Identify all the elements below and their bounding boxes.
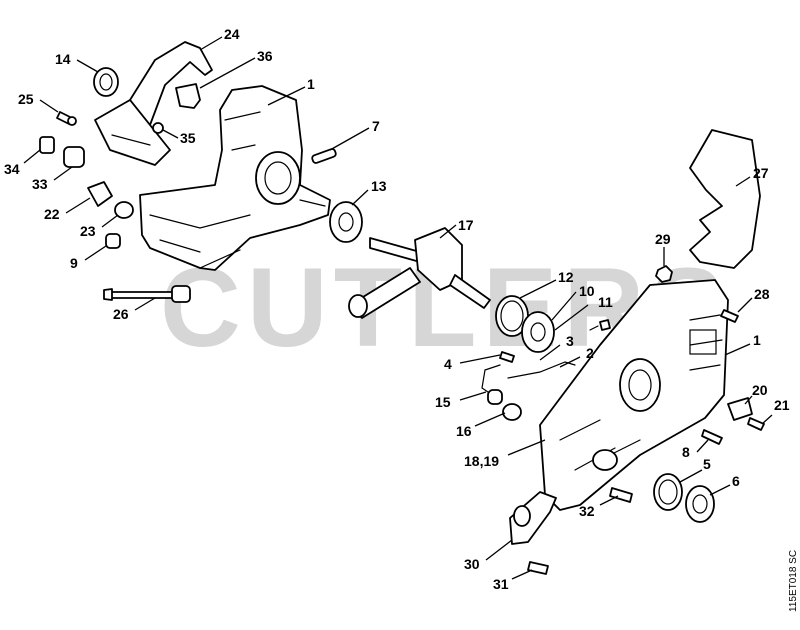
part-22-23-fitting bbox=[87, 181, 134, 219]
callout-16: 16 bbox=[456, 423, 472, 439]
crankcase-right-half bbox=[539, 279, 729, 511]
callout-2: 2 bbox=[586, 345, 594, 361]
callout-13: 13 bbox=[371, 178, 387, 194]
part-29-nut bbox=[655, 265, 673, 283]
part-32-screw bbox=[609, 487, 633, 503]
callout-25: 25 bbox=[18, 91, 34, 107]
callout-12: 12 bbox=[558, 269, 574, 285]
callout-15: 15 bbox=[435, 394, 451, 410]
part-5-ring-inner bbox=[658, 479, 678, 505]
part-9-grommet bbox=[105, 233, 121, 249]
part-10-11-bearing bbox=[521, 311, 555, 353]
part-34-33-plug bbox=[39, 136, 85, 168]
part-24-bracket bbox=[94, 41, 213, 166]
callout-36: 36 bbox=[257, 48, 273, 64]
part-14-seal bbox=[93, 67, 119, 97]
callout-33: 33 bbox=[32, 176, 48, 192]
callout-21: 21 bbox=[774, 397, 790, 413]
callout-1-lower: 1 bbox=[753, 332, 761, 348]
callout-27: 27 bbox=[753, 165, 769, 181]
callout-34: 34 bbox=[4, 161, 20, 177]
callout-labels: 24 36 14 1 25 7 35 34 33 13 22 23 17 9 2… bbox=[4, 26, 790, 592]
leader-lines bbox=[23, 36, 773, 580]
drawing-code: 115ET018 SC bbox=[788, 550, 799, 612]
callout-11: 11 bbox=[598, 294, 613, 310]
part-25-screw bbox=[56, 111, 77, 126]
callout-3: 3 bbox=[566, 333, 574, 349]
callout-10: 10 bbox=[579, 283, 595, 299]
callout-29: 29 bbox=[655, 231, 671, 247]
callout-22: 22 bbox=[44, 206, 60, 222]
callout-5: 5 bbox=[703, 456, 711, 472]
callout-1-upper: 1 bbox=[307, 76, 315, 92]
crankcase-left-half bbox=[139, 85, 331, 271]
callout-9: 9 bbox=[70, 255, 78, 271]
part-15-16-pickup bbox=[481, 364, 522, 421]
part-2-3-oil-line bbox=[507, 319, 611, 379]
part-28-screw bbox=[720, 309, 739, 323]
callout-6: 6 bbox=[732, 473, 740, 489]
callout-20: 20 bbox=[752, 382, 768, 398]
callout-28: 28 bbox=[754, 286, 770, 302]
callout-7: 7 bbox=[372, 118, 380, 134]
callout-26: 26 bbox=[113, 306, 129, 322]
callout-24: 24 bbox=[224, 26, 240, 42]
part-12-snap-ring-inner bbox=[500, 300, 524, 332]
callout-23: 23 bbox=[80, 223, 96, 239]
part-8-screw bbox=[701, 429, 723, 445]
callout-32: 32 bbox=[579, 503, 595, 519]
callout-31: 31 bbox=[493, 576, 509, 592]
callout-18-19: 18,19 bbox=[464, 453, 499, 469]
callout-35: 35 bbox=[180, 130, 196, 146]
callout-30: 30 bbox=[464, 556, 480, 572]
part-31-screw bbox=[527, 561, 549, 575]
part-4-screw bbox=[499, 351, 515, 363]
part-30-plate bbox=[509, 491, 557, 545]
part-35-nut bbox=[152, 122, 164, 134]
part-7-pin bbox=[311, 148, 337, 164]
part-5-ring bbox=[653, 473, 683, 511]
callout-17: 17 bbox=[458, 217, 474, 233]
part-17-crankshaft bbox=[348, 227, 491, 319]
callout-8: 8 bbox=[682, 444, 690, 460]
part-26-hose bbox=[103, 285, 191, 303]
callout-14: 14 bbox=[55, 51, 71, 67]
part-13-bearing bbox=[329, 201, 363, 243]
part-36 bbox=[175, 83, 201, 109]
part-6-seal bbox=[685, 485, 715, 523]
callout-4: 4 bbox=[444, 356, 452, 372]
part-27-bumper-spike bbox=[689, 129, 761, 269]
